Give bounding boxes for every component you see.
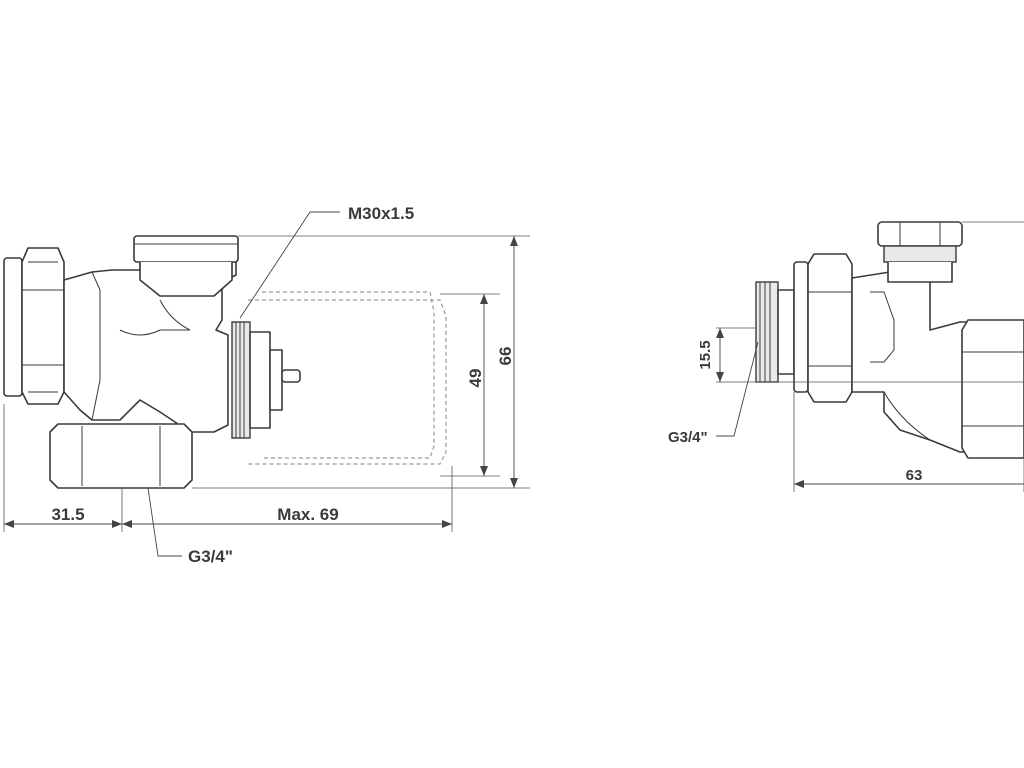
leader-g34-left: [147, 487, 182, 557]
outlet-nut: [961, 319, 1024, 459]
left-dimensions: [3, 211, 530, 557]
actuator-outline: [248, 291, 447, 465]
top-cap-right: [877, 221, 963, 283]
label-m30x1-5: M30x1.5: [348, 204, 414, 223]
left-view-valve: [3, 235, 447, 489]
label-g34-left: G3/4": [188, 547, 233, 566]
union-nut: [793, 253, 853, 403]
label-dim-63: 63: [906, 467, 923, 484]
label-dim-max-69: Max. 69: [277, 505, 338, 524]
right-view-valve: [755, 221, 1024, 459]
left-union-nut: [3, 247, 65, 405]
threaded-tail: [755, 281, 795, 383]
label-dim-49: 49: [466, 369, 485, 388]
leader-m30: [239, 211, 340, 319]
label-dim-15-5: 15.5: [697, 340, 714, 369]
top-cap: [133, 235, 239, 297]
label-dim-31-5: 31.5: [51, 505, 84, 524]
label-g34-right: G3/4": [668, 429, 708, 446]
right-dimensions: [716, 221, 1024, 492]
bottom-fitting: [49, 423, 193, 489]
actuator-thread: [231, 321, 301, 439]
label-dim-66: 66: [496, 347, 515, 366]
leader-g34-right: [716, 341, 759, 437]
